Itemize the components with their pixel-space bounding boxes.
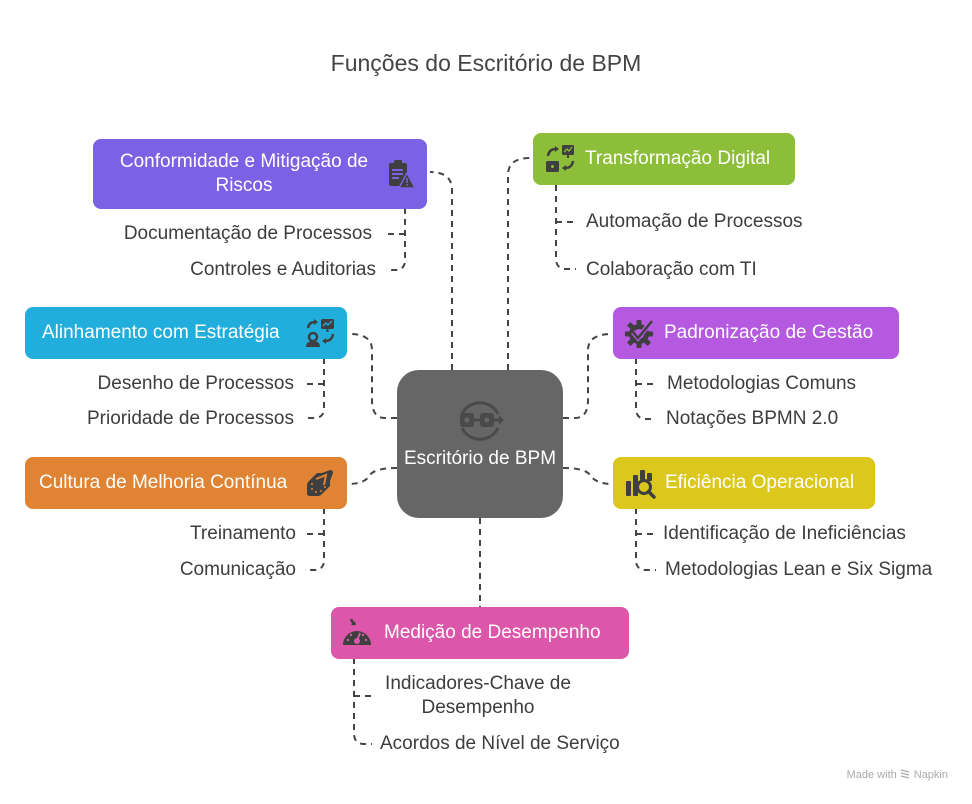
process-cycle-icon (452, 392, 508, 448)
clipboard-warning-icon (383, 157, 417, 191)
sub-item: Automação de Processos (586, 211, 803, 232)
sub-item: Indicadores-Chave de Desempenho (385, 673, 571, 718)
sub-item: Metodologias Lean e Six Sigma (665, 559, 933, 580)
improvement-arrow-icon (303, 466, 337, 500)
sub-item: Colaboração com TI (586, 259, 757, 280)
sub-item: Documentação de Processos (123, 223, 372, 244)
connector-center-conformidade (429, 171, 453, 370)
connector-center-transformacao (507, 157, 531, 370)
branch-label: Conformidade e Mitigação de Riscos (119, 151, 369, 196)
branch-cultura[interactable]: Cultura de Melhoria Contínua (25, 457, 347, 509)
footer-prefix: Made with (846, 769, 897, 781)
sub-item: Notações BPMN 2.0 (666, 408, 839, 429)
branch-label: Cultura de Melhoria Contínua (39, 472, 288, 493)
footer-brand: Napkin (913, 769, 948, 781)
connector-center-alinhamento (349, 333, 397, 419)
branch-conformidade[interactable]: Conformidade e Mitigação de Riscos (93, 139, 427, 209)
sub-item: Controles e Auditorias (190, 259, 376, 280)
strategy-presentation-icon (303, 316, 337, 350)
sub-item: Identificação de Ineficiências (663, 523, 906, 544)
connector-center-padronizacao (563, 333, 613, 419)
footer-watermark: Made with Napkin (847, 768, 948, 782)
sub-item: Comunicação (179, 559, 296, 580)
center-label: Escritório de BPM (403, 448, 557, 469)
branch-medicao[interactable]: Medição de Desempenho (331, 607, 629, 659)
branch-alinhamento[interactable]: Alinhamento com Estratégia (25, 307, 347, 359)
branch-padronizacao[interactable]: Padronização de Gestão (613, 307, 899, 359)
sub-item: Metodologias Comuns (667, 373, 857, 394)
branch-label: Padronização de Gestão (664, 322, 874, 343)
sub-item: Acordos de Nível de Serviço (380, 733, 620, 754)
branch-transformacao[interactable]: Transformação Digital (533, 133, 795, 185)
center-node[interactable]: Escritório de BPM (397, 370, 563, 518)
branch-eficiencia[interactable]: Eficiência Operacional (613, 457, 875, 509)
branch-label: Alinhamento com Estratégia (42, 322, 280, 343)
branch-label: Medição de Desempenho (384, 622, 601, 643)
speedometer-icon (340, 616, 374, 650)
diagram-title: Funções do Escritório de BPM (330, 50, 642, 76)
chart-search-icon (623, 466, 657, 500)
branch-label: Eficiência Operacional (665, 472, 855, 493)
connector-center-cultura (347, 467, 398, 485)
digital-exchange-icon (543, 142, 577, 176)
gear-check-icon (622, 316, 656, 350)
sub-item: Desenho de Processos (97, 373, 294, 394)
connector-center-eficiencia (562, 467, 613, 485)
napkin-logo-icon (900, 768, 911, 782)
branch-label: Transformação Digital (585, 148, 771, 169)
sub-item: Prioridade de Processos (87, 408, 294, 429)
sub-item: Treinamento (190, 523, 296, 544)
